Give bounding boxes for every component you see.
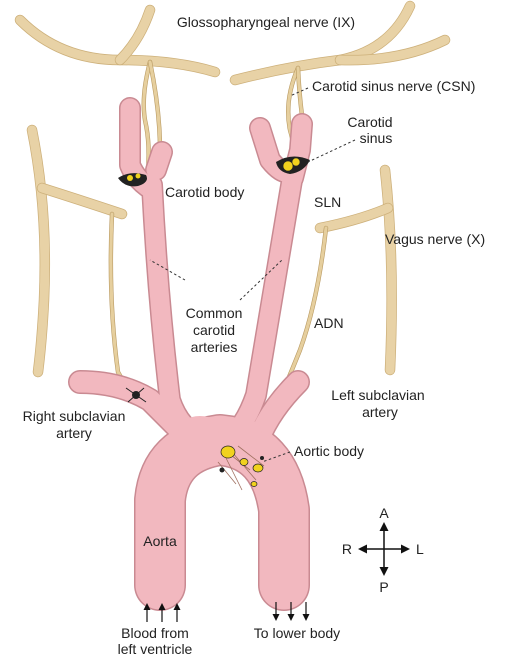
carotid-body-label: Carotid body bbox=[165, 184, 244, 200]
right-aortic-depressor-nerve bbox=[111, 214, 132, 392]
aortic-depressor-nerve-label: ADN bbox=[314, 315, 344, 331]
compass-right-label: R bbox=[342, 541, 352, 557]
compass-arrow-left bbox=[358, 545, 367, 554]
vagus-nerve-label: Vagus nerve (X) bbox=[385, 231, 485, 247]
right-subclavian-label-line1: Right subclavian bbox=[23, 408, 126, 424]
common-carotid-label-line1: Common bbox=[186, 305, 243, 321]
superior-laryngeal-nerve-label: SLN bbox=[314, 194, 341, 210]
carotid-sinus-label-line2: sinus bbox=[360, 130, 393, 146]
blood-from-label-line1: Blood from bbox=[121, 625, 189, 641]
to-lower-body-label: To lower body bbox=[254, 625, 340, 641]
left-subclavian-label-line2: artery bbox=[362, 404, 398, 420]
glossopharyngeal-nerve-label: Glossopharyngeal nerve (IX) bbox=[177, 14, 355, 30]
compass-arrow-up bbox=[380, 522, 389, 531]
compass-arrow-down bbox=[380, 567, 389, 576]
common-carotid-label-line2: carotid bbox=[193, 322, 235, 338]
carotid-sinus-nerve-label: Carotid sinus nerve (CSN) bbox=[312, 78, 475, 94]
compass-posterior-label: P bbox=[379, 579, 388, 595]
left-subclavian-label-line1: Left subclavian bbox=[331, 387, 424, 403]
common-carotid-label-line3: arteries bbox=[191, 339, 238, 355]
aorta-label: Aorta bbox=[143, 533, 177, 549]
compass-anterior-label: A bbox=[379, 505, 389, 521]
blood-from-label-line2: left ventricle bbox=[118, 641, 193, 657]
aortic-body-label: Aortic body bbox=[294, 443, 364, 459]
carotid-sinus-label-line1: Carotid bbox=[347, 114, 392, 130]
orientation-compass: A P R L bbox=[342, 505, 424, 595]
compass-left-label: L bbox=[416, 541, 424, 557]
vagus-nerve-right-side bbox=[32, 130, 122, 372]
compass-arrow-right bbox=[401, 545, 410, 554]
right-subclavian-label-line2: artery bbox=[56, 425, 92, 441]
